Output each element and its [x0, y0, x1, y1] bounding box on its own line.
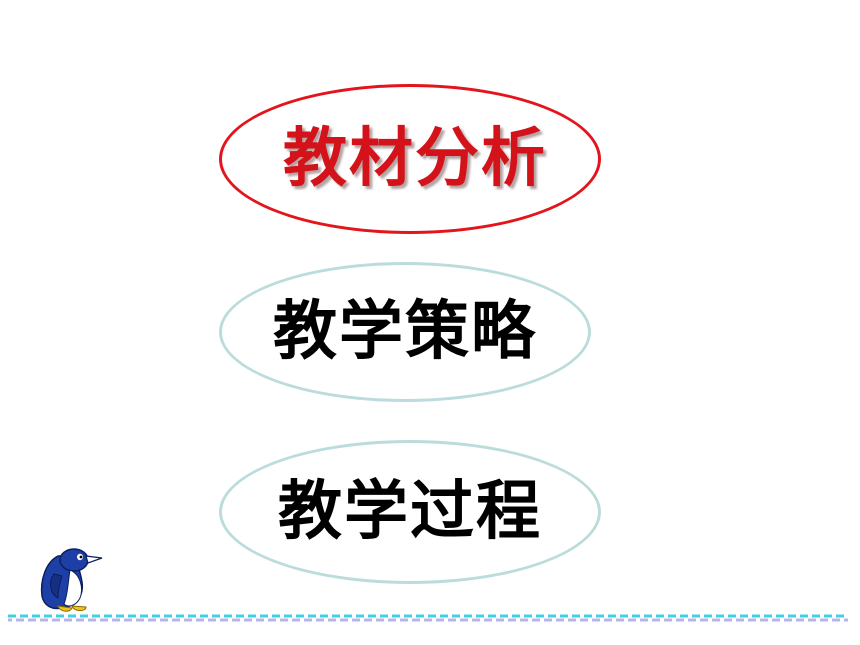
menu-item-analysis-label: 教材分析	[283, 122, 547, 196]
ground-line	[8, 614, 848, 622]
penguin-icon	[40, 548, 103, 612]
menu-item-process-label: 教学过程	[278, 475, 542, 549]
menu-item-strategy[interactable]: 教学策略	[219, 262, 591, 402]
menu-item-analysis[interactable]: 教材分析	[219, 84, 601, 234]
menu-item-strategy-label: 教学策略	[273, 295, 537, 369]
menu-item-process[interactable]: 教学过程	[219, 440, 601, 584]
